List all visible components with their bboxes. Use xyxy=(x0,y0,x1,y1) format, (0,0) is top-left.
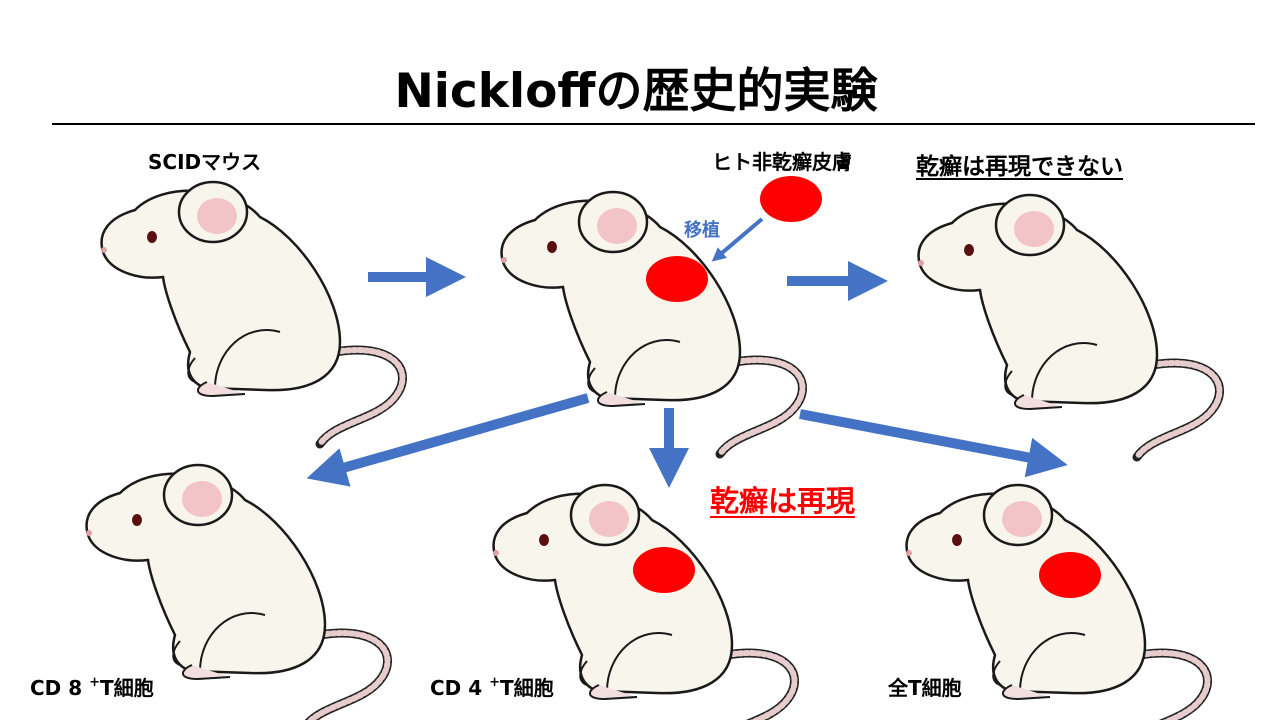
label-cd4-prefix: CD 4 xyxy=(430,676,483,700)
label-all-t: 全T細胞 xyxy=(888,676,962,700)
lesion-all-t xyxy=(1039,552,1101,598)
arrow-transplant xyxy=(711,217,764,262)
arrow-to-all-t xyxy=(799,409,1068,478)
mouse-result-no-psoriasis xyxy=(918,195,1220,457)
label-cd8-prefix: CD 8 xyxy=(30,676,83,700)
label-human-skin: ヒト非乾癬皮膚 xyxy=(712,150,852,174)
label-reproduced: 乾癬は再現 xyxy=(710,484,856,518)
slide-title: Nickloffの歴史的実験 xyxy=(394,64,878,119)
arrow-to-cd8 xyxy=(306,393,590,487)
label-cd4: CD 4 +T細胞 xyxy=(430,672,554,701)
label-scid-mouse: SCIDマウス xyxy=(148,150,262,174)
label-cd8-suffix: T細胞 xyxy=(100,676,154,700)
label-not-reproduced: 乾癬は再現できない xyxy=(916,154,1123,180)
label-cd4-suffix: T細胞 xyxy=(500,676,554,700)
lesion-grafted xyxy=(646,256,708,302)
mouse-scid xyxy=(101,182,403,444)
title-divider xyxy=(52,123,1255,125)
lesion-human-skin xyxy=(760,176,822,222)
label-cd4-sup: + xyxy=(489,675,501,690)
label-cd8-sup: + xyxy=(89,675,101,690)
label-transplant: 移植 xyxy=(684,220,720,241)
lesion-cd4 xyxy=(633,547,695,593)
label-cd8: CD 8 +T細胞 xyxy=(30,672,154,701)
